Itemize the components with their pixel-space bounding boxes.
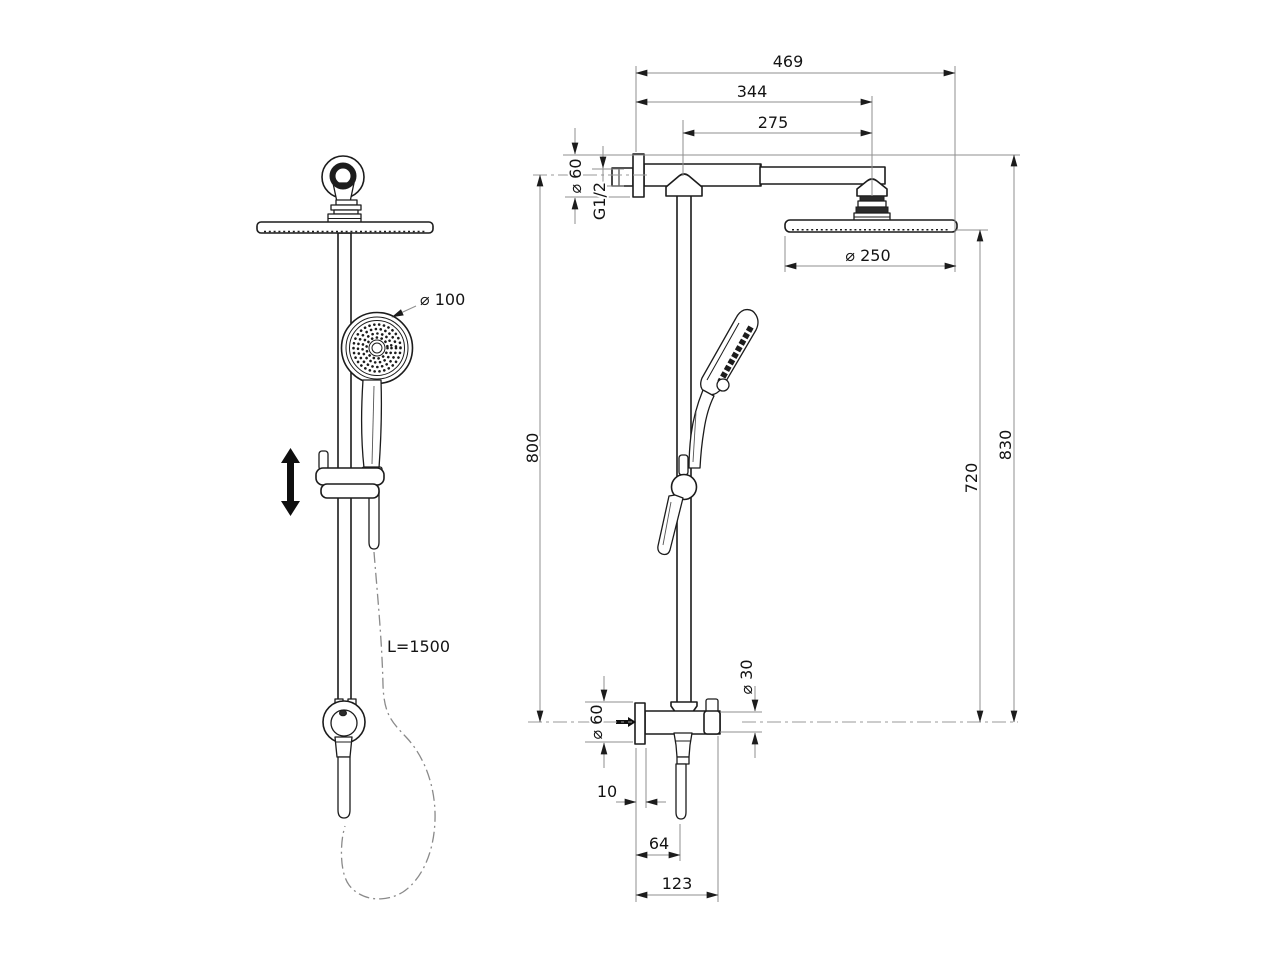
dim-rail-to-head: 275 <box>758 113 789 132</box>
rain-head-front <box>256 221 434 234</box>
dim-holder-depth: 123 <box>662 874 693 893</box>
slider-movement-arrow-icon <box>281 448 300 516</box>
dim-total-width: 469 <box>773 52 804 71</box>
hang-loop <box>716 378 730 392</box>
dim-holder-diameter: ⌀ 30 <box>737 659 756 694</box>
wall-inlet-stub <box>611 167 634 187</box>
leader-100 <box>391 305 417 318</box>
slider-lock-pin <box>318 450 329 471</box>
side-view <box>611 153 958 820</box>
spray-face-dots <box>352 323 402 373</box>
hose-connector-front <box>368 490 380 550</box>
inlet-direction-arrow-icon <box>616 717 636 727</box>
dim-total-height: 830 <box>996 430 1015 461</box>
outlet-pipe-side <box>675 763 687 820</box>
bottom-wall-flange <box>634 702 646 745</box>
wall-supply-elbow-front <box>322 698 366 819</box>
hand-shower-front <box>340 311 414 550</box>
dim-top-flange-diameter: ⌀ 60 <box>566 158 585 193</box>
wall-ring-hanger <box>321 155 365 224</box>
diverter-body-side <box>634 698 721 820</box>
hanger-ring-icon <box>329 162 357 190</box>
outlet-pipe-front <box>337 756 351 819</box>
dim-rail-height: 800 <box>523 433 542 464</box>
slider-bracket <box>315 450 385 499</box>
dimension-lines <box>391 69 1018 899</box>
dim-hand-shower-diameter: ⌀ 100 <box>420 290 465 309</box>
dim-thread-size: G1/2 <box>590 182 609 220</box>
dim-head-to-outlet: 720 <box>962 463 981 494</box>
dim-arm-to-head: 344 <box>737 82 768 101</box>
front-view <box>256 155 436 900</box>
hand-shower-side <box>657 308 759 556</box>
extension-lines <box>528 66 1020 902</box>
dim-outlet-offset: 64 <box>649 834 669 853</box>
shower-hose <box>340 551 436 900</box>
dim-bottom-flange-diameter: ⌀ 60 <box>587 704 606 739</box>
holder-pin <box>678 454 689 476</box>
arm-rail-tee-joint <box>665 173 703 197</box>
shower-arm <box>611 153 886 198</box>
dim-flange-offset: 10 <box>597 782 617 801</box>
hand-shower-handle-side <box>688 389 715 469</box>
dim-rain-head-diameter: ⌀ 250 <box>845 246 890 265</box>
dim-hose-length: L=1500 <box>387 637 450 656</box>
hand-shower-holder-socket <box>703 710 721 735</box>
hand-shower-handle-front <box>360 379 383 469</box>
holder-knob <box>670 473 698 501</box>
rain-head-side <box>784 178 958 233</box>
dimension-labels: 469 344 275 ⌀ 60 G1/2 ⌀ 250 800 830 720 … <box>385 50 1017 895</box>
spray-face-edge <box>717 325 754 384</box>
